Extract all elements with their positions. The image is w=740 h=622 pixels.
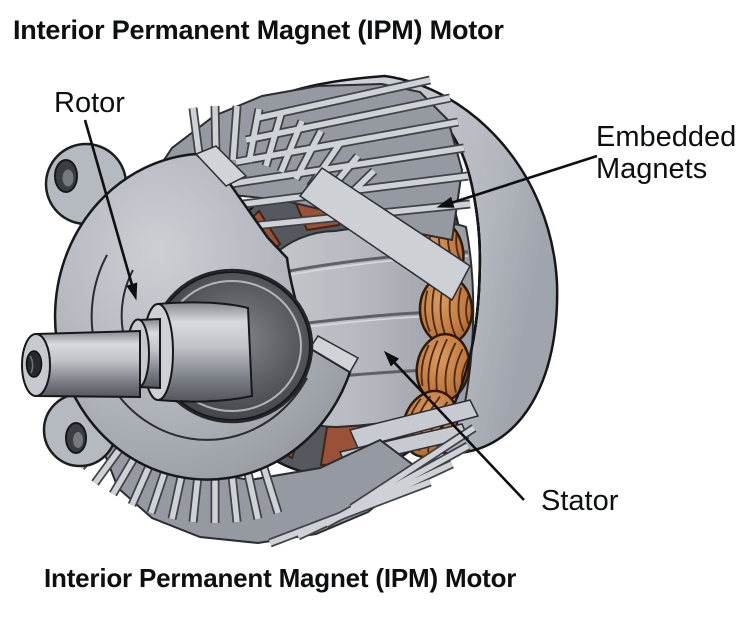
rotor-arrowhead: [126, 282, 138, 301]
figure-title-bottom: Interior Permanent Magnet (IPM) Motor: [44, 563, 517, 593]
embedded-magnets-leader-line: [450, 154, 598, 205]
embedded-magnets-label: Embedded Magnets: [596, 121, 736, 185]
embedded-magnets-arrowhead: [436, 196, 455, 208]
rotor-label: Rotor: [54, 87, 125, 119]
disc-cut-face: [308, 335, 360, 374]
stator-leader-line: [391, 359, 525, 501]
stator-label: Stator: [541, 485, 619, 517]
annotations: [83, 119, 598, 501]
fin-cut-face: [298, 166, 471, 302]
embedded-magnets-label-line2: Magnets: [596, 153, 708, 185]
figure-title-top: Interior Permanent Magnet (IPM) Motor: [13, 15, 504, 45]
disc-cut-face: [194, 145, 248, 187]
rotor-shaft: [21, 301, 254, 403]
rotor-leader-line: [83, 119, 134, 286]
stator-arrowhead: [383, 350, 400, 367]
shaft-center-hole: [25, 350, 43, 378]
embedded-magnets-label-line1: Embedded: [596, 121, 737, 153]
